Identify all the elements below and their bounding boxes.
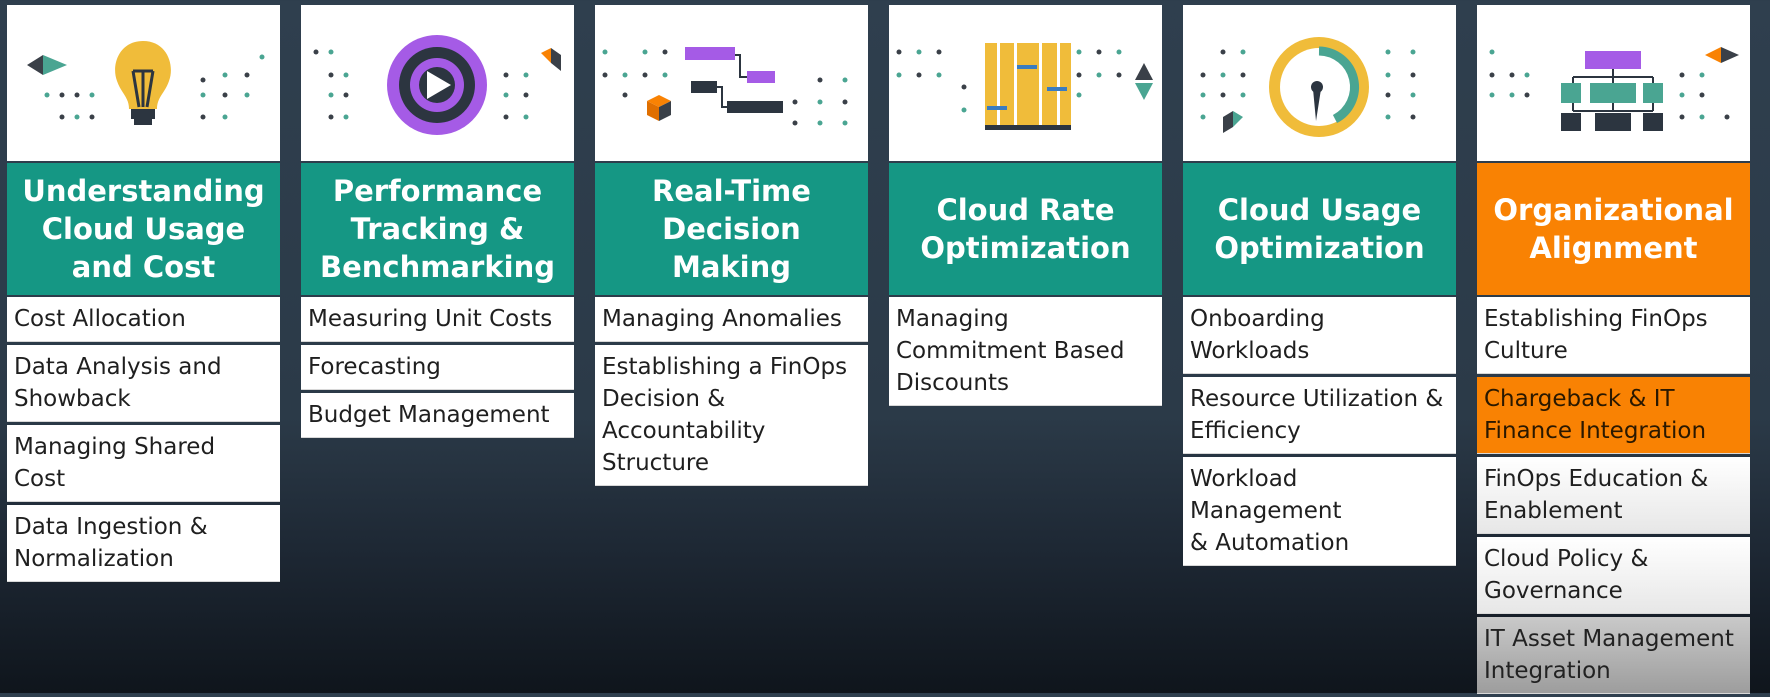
capability-title: Understanding Cloud Usage and Cost xyxy=(7,163,280,295)
gauge-icon xyxy=(1183,5,1456,161)
capability-item: Resource Utilization &Efficiency xyxy=(1183,377,1456,454)
capability-item: Workload Management& Automation xyxy=(1183,457,1456,566)
target-play-icon xyxy=(301,5,574,161)
lightbulb-icon xyxy=(7,5,280,161)
capability-column-real-time: Real-Time Decision Making Managing Anoma… xyxy=(595,5,868,489)
capability-column-organizational-alignment: Organizational Alignment Establishing Fi… xyxy=(1477,5,1750,697)
capability-item: Budget Management xyxy=(301,393,574,438)
capability-title: Cloud Rate Optimization xyxy=(889,163,1162,295)
capability-title: Cloud Usage Optimization xyxy=(1183,163,1456,295)
capability-item: Measuring Unit Costs xyxy=(301,297,574,342)
capability-item: Cost Allocation xyxy=(7,297,280,342)
capability-column-usage-optimization: Cloud Usage Optimization Onboarding Work… xyxy=(1183,5,1456,569)
capability-column-performance: Performance Tracking & Benchmarking Meas… xyxy=(301,5,574,441)
capability-item: FinOps Education &Enablement xyxy=(1477,457,1750,534)
capability-item: Managing Shared Cost xyxy=(7,425,280,502)
capability-title: Performance Tracking & Benchmarking xyxy=(301,163,574,295)
sliders-icon xyxy=(889,5,1162,161)
capability-item: Managing Anomalies xyxy=(595,297,868,342)
org-chart-icon xyxy=(1477,5,1750,161)
capability-column-understanding: Understanding Cloud Usage and Cost Cost … xyxy=(7,5,280,585)
flowchart-icon xyxy=(595,5,868,161)
capability-title: Organizational Alignment xyxy=(1477,163,1750,295)
capability-item: Forecasting xyxy=(301,345,574,390)
capability-item: Onboarding Workloads xyxy=(1183,297,1456,374)
capability-item: Cloud Policy &Governance xyxy=(1477,537,1750,614)
capability-item: Data Ingestion &Normalization xyxy=(7,505,280,582)
capability-title: Real-Time Decision Making xyxy=(595,163,868,295)
